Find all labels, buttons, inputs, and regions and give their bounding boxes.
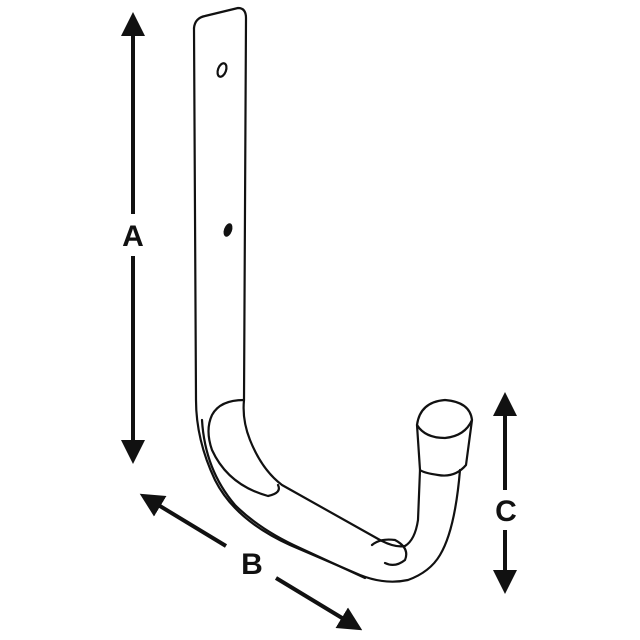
dimension-a-label: A bbox=[122, 220, 144, 253]
dimension-b-arrow-left bbox=[139, 493, 228, 548]
hook-back-edge bbox=[200, 418, 367, 580]
dimension-b-label: B bbox=[241, 548, 263, 581]
dimension-b-arrow-right bbox=[274, 576, 363, 631]
dimension-c-label: C bbox=[495, 495, 517, 528]
screw-hole-top bbox=[216, 62, 228, 78]
hook-tip-cap-rim bbox=[415, 418, 474, 440]
hook-outline bbox=[192, 6, 422, 548]
hook-inner-edge bbox=[192, 26, 462, 583]
screw-hole-middle bbox=[223, 223, 233, 237]
hook-pad-end bbox=[370, 538, 408, 567]
hook-pad bbox=[207, 398, 280, 498]
hook-drawing bbox=[192, 6, 474, 583]
